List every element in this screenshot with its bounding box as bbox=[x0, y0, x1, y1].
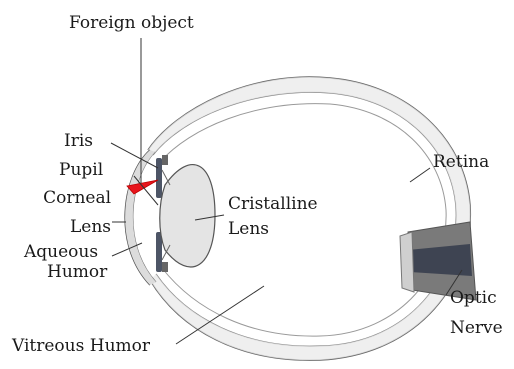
iris-upper bbox=[156, 158, 162, 198]
label-retina: Retina bbox=[433, 152, 489, 172]
label-cristalline-lens: Cristalline Lens bbox=[228, 194, 318, 239]
label-pupil: Pupil bbox=[59, 160, 103, 180]
ciliary-upper bbox=[162, 155, 168, 165]
label-aqueous-humor: Aqueous Humor bbox=[24, 242, 107, 282]
crystalline-lens bbox=[160, 165, 215, 267]
optic-disc bbox=[400, 232, 414, 292]
label-aqueous-humor-line-2: Humor bbox=[47, 262, 107, 282]
label-foreign-object: Foreign object bbox=[69, 13, 194, 33]
label-cristalline-lens-line-2: Lens bbox=[228, 219, 318, 239]
label-aqueous-humor-line-1: Aqueous bbox=[24, 242, 107, 262]
label-corneal-lens-line-1: Corneal bbox=[26, 188, 111, 208]
label-iris: Iris bbox=[64, 131, 93, 151]
label-corneal-lens: Corneal Lens bbox=[26, 188, 111, 237]
label-optic-nerve: Optic Nerve bbox=[450, 288, 503, 338]
label-optic-nerve-line-1: Optic bbox=[450, 288, 503, 308]
ciliary-lower bbox=[162, 262, 168, 272]
label-optic-nerve-line-2: Nerve bbox=[450, 318, 503, 338]
label-vitreous-humor: Vitreous Humor bbox=[12, 336, 150, 356]
label-cristalline-lens-line-1: Cristalline bbox=[228, 194, 318, 214]
label-corneal-lens-line-2: Lens bbox=[70, 217, 111, 237]
leader-retina bbox=[410, 168, 430, 182]
